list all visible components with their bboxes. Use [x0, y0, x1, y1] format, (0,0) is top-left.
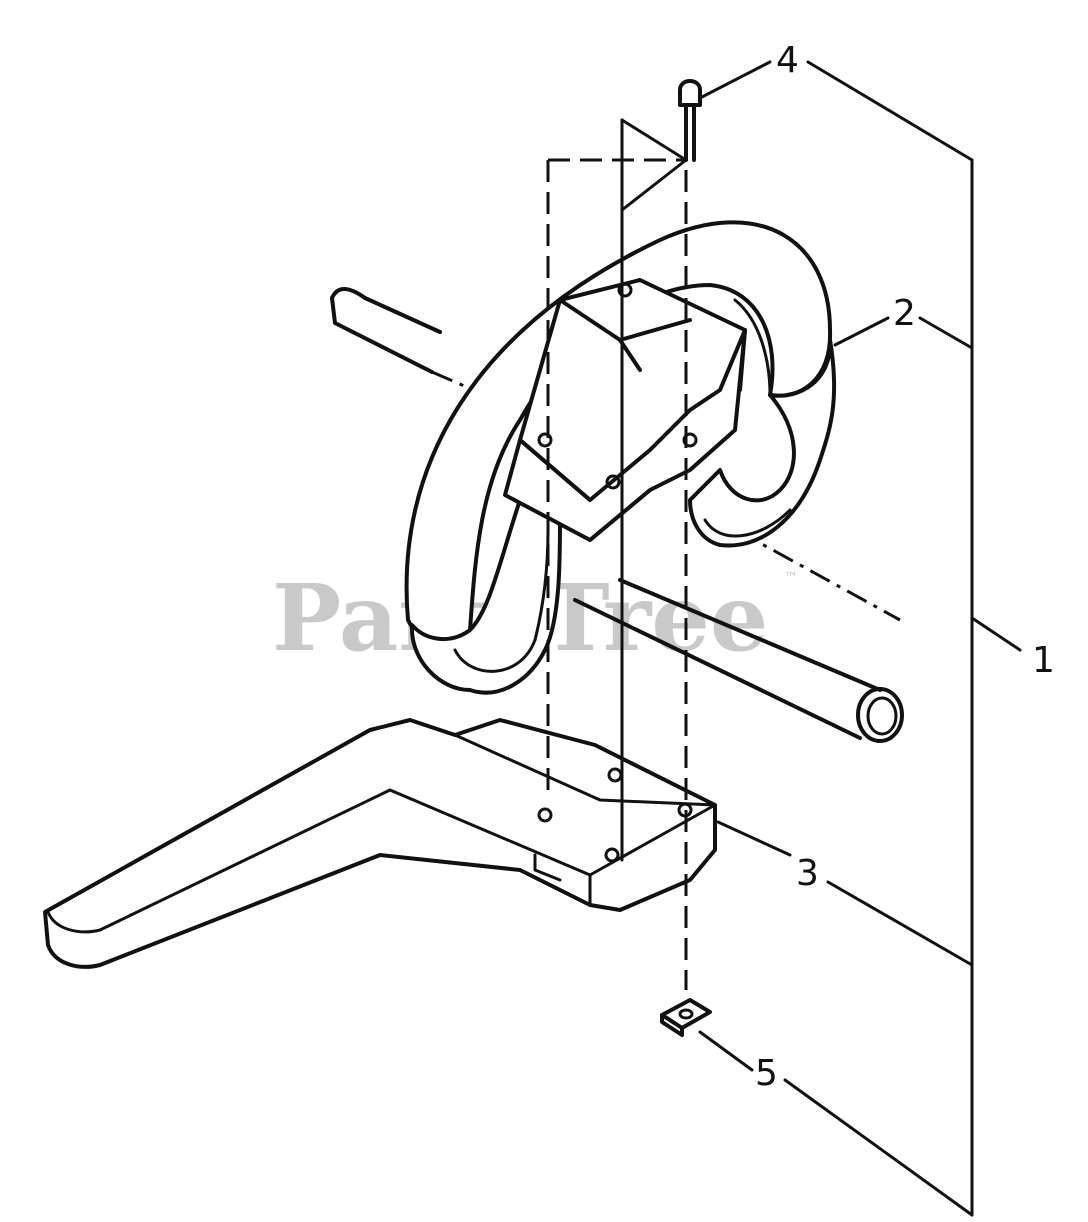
- assembly-lines: [546, 118, 688, 990]
- base-bar: [43, 718, 717, 969]
- callout-2: 2: [893, 293, 916, 334]
- watermark-trademark: ™: [784, 570, 798, 586]
- callout-5: 5: [755, 1053, 778, 1094]
- leader-lines: [698, 60, 890, 1072]
- callout-labels: 1 2 3 4 5: [755, 40, 1055, 1094]
- callout-1: 1: [1032, 640, 1055, 681]
- callout-4: 4: [776, 40, 799, 81]
- square-nut: [660, 998, 712, 1037]
- callout-3: 3: [796, 853, 819, 894]
- callout-bracket: [783, 60, 1022, 1217]
- screw: [678, 79, 702, 162]
